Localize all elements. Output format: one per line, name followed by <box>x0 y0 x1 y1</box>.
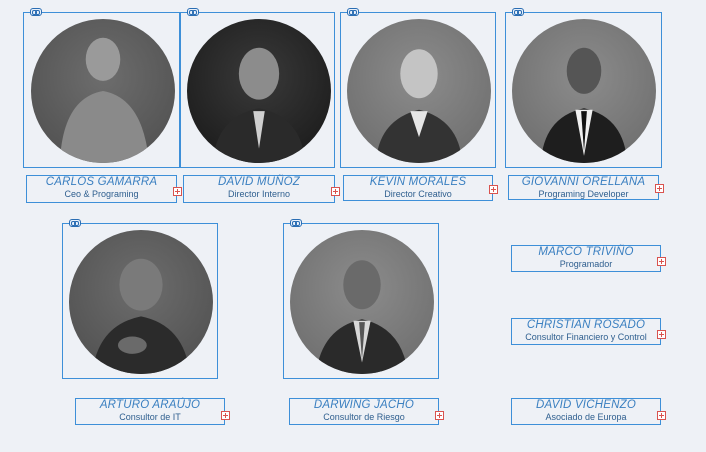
plus-icon[interactable] <box>331 187 340 196</box>
member-role: Consultor de Riesgo <box>323 412 405 422</box>
member-role: Asociado de Europa <box>545 412 627 422</box>
member-caption: DARWING JACHO Consultor de Riesgo <box>289 398 444 425</box>
plus-icon[interactable] <box>489 185 498 194</box>
member-name: DARWING JACHO <box>313 399 415 411</box>
avatar <box>69 230 213 374</box>
link-icon[interactable] <box>30 8 42 16</box>
member-photo-carlos-gamarra[interactable] <box>23 8 180 168</box>
plus-icon[interactable] <box>221 411 230 420</box>
member-photo-david-munoz[interactable] <box>180 8 335 168</box>
plus-icon[interactable] <box>657 257 666 266</box>
member-photo-kevin-morales[interactable] <box>340 8 496 168</box>
member-name: DAVID MUÑOZ <box>217 176 301 188</box>
member-name: MARCO TRIVIÑO <box>538 246 634 258</box>
avatar <box>187 19 331 163</box>
member-caption: DAVID MUÑOZ Director Interno <box>183 175 340 203</box>
link-icon[interactable] <box>69 219 81 227</box>
plus-icon[interactable] <box>173 187 182 196</box>
avatar <box>347 19 491 163</box>
member-name: CARLOS GAMARRA <box>45 176 158 188</box>
member-caption: CHRISTIAN ROSADO Consultor Financiero y … <box>511 318 666 345</box>
plus-icon[interactable] <box>435 411 444 420</box>
member-role: Consultor Financiero y Control <box>525 332 647 342</box>
member-name: GIOVANNI ORELLANA <box>521 176 646 188</box>
plus-icon[interactable] <box>657 330 666 339</box>
member-photo-giovanni-orellana[interactable] <box>505 8 662 168</box>
member-name: DAVID VICHENZO <box>536 399 636 411</box>
member-role: Director Interno <box>227 189 291 199</box>
avatar <box>512 19 656 163</box>
person-silhouette-icon <box>212 47 306 163</box>
member-caption: CARLOS GAMARRA Ceo & Programing <box>26 175 182 203</box>
link-icon[interactable] <box>512 8 524 16</box>
person-silhouette-icon <box>92 258 190 374</box>
member-role: Ceo & Programing <box>64 189 139 199</box>
avatar <box>290 230 434 374</box>
member-photo-darwing-jacho[interactable] <box>283 219 439 379</box>
member-name: ARTURO ARAÚJO <box>99 399 201 411</box>
link-icon[interactable] <box>187 8 199 16</box>
link-icon[interactable] <box>347 8 359 16</box>
plus-icon[interactable] <box>657 411 666 420</box>
member-photo-arturo-araujo[interactable] <box>62 219 218 379</box>
member-role: Consultor de IT <box>119 412 181 422</box>
member-caption: KEVIN MORALES Director Creativo <box>343 175 498 201</box>
member-caption: MARCO TRIVIÑO Programador <box>511 245 666 272</box>
member-caption: DAVID VICHENZO Asociado de Europa <box>511 398 666 425</box>
member-caption: ARTURO ARAÚJO Consultor de IT <box>75 398 230 425</box>
member-name: KEVIN MORALES <box>369 176 467 188</box>
person-silhouette-icon <box>315 260 409 374</box>
link-icon[interactable] <box>290 219 302 227</box>
person-silhouette-icon <box>540 47 628 163</box>
person-silhouette-icon <box>59 37 150 163</box>
member-caption: GIOVANNI ORELLANA Programing Developer <box>508 175 664 200</box>
member-role: Programing Developer <box>538 189 629 199</box>
avatar <box>31 19 175 163</box>
member-role: Director Creativo <box>384 189 452 199</box>
member-name: CHRISTIAN ROSADO <box>526 319 646 331</box>
plus-icon[interactable] <box>655 184 664 193</box>
person-silhouette-icon <box>375 49 463 163</box>
member-role: Programador <box>559 259 613 269</box>
